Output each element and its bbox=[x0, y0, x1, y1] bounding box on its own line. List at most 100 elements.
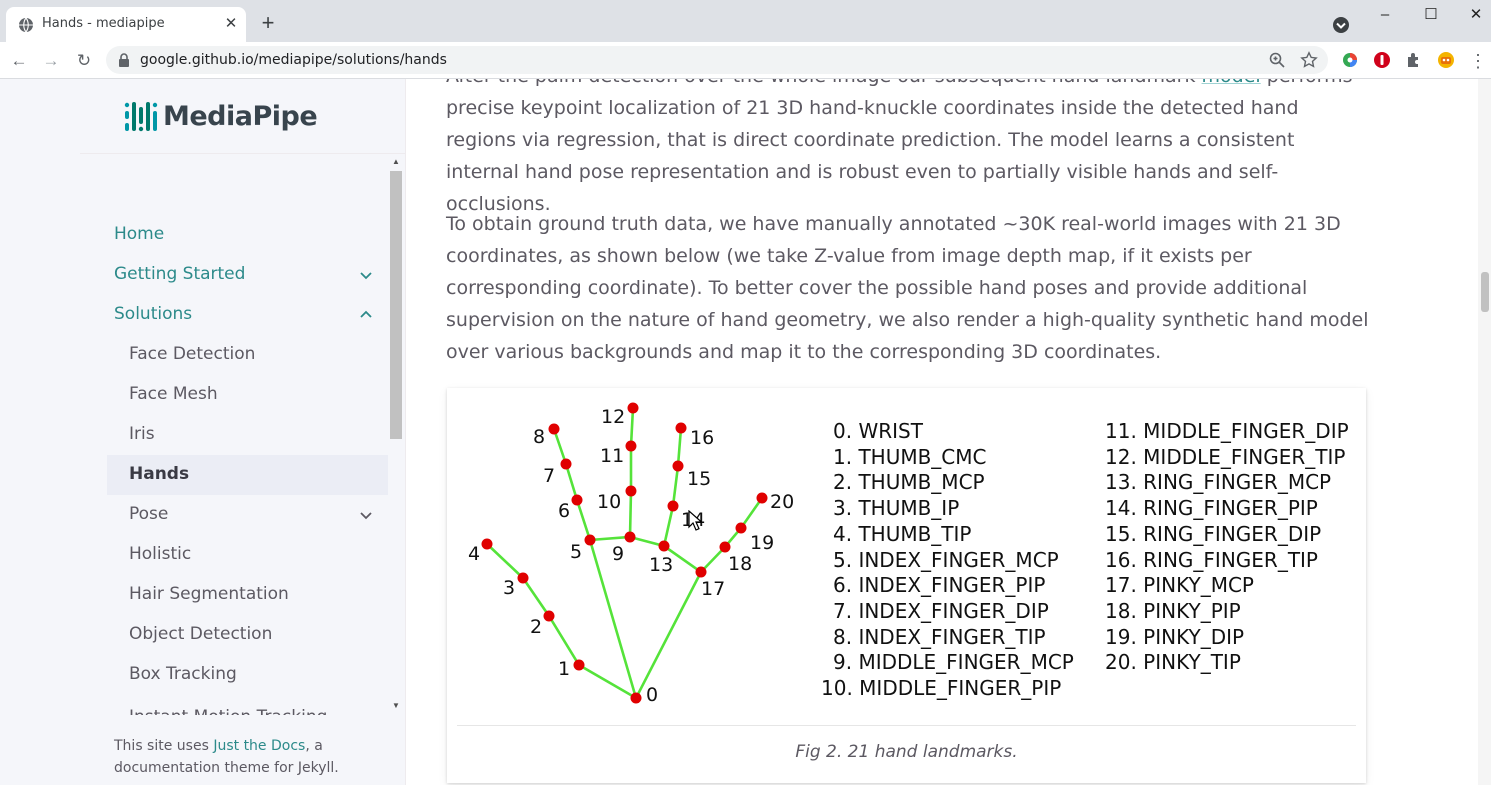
scroll-down-icon[interactable]: ▼ bbox=[392, 701, 400, 710]
maximize-icon[interactable]: ☐ bbox=[1424, 6, 1438, 23]
nav-item-object-detection[interactable]: Object Detection bbox=[0, 615, 388, 655]
chevron-down-icon[interactable] bbox=[358, 507, 374, 523]
para1-suffix: performs precise keypoint localization o… bbox=[446, 79, 1353, 215]
nav-label: Holistic bbox=[129, 544, 192, 564]
nav-item-hair-segmentation[interactable]: Hair Segmentation bbox=[0, 575, 388, 615]
joint-label-20: 20 bbox=[770, 491, 794, 513]
landmark-legend-item: 20. PINKY_TIP bbox=[1105, 650, 1241, 675]
joint-13 bbox=[658, 540, 670, 552]
joint-label-15: 15 bbox=[687, 468, 711, 490]
minimize-icon[interactable]: – bbox=[1380, 6, 1390, 23]
nav-label: Object Detection bbox=[129, 624, 273, 644]
joint-number-labels: 0 1 2 3 4 5 6 7 8 9 10 11 12 13 14 15 16… bbox=[468, 406, 794, 706]
url-text[interactable]: google.github.io/mediapipe/solutions/han… bbox=[140, 52, 447, 68]
back-arrow-icon[interactable]: ← bbox=[10, 51, 28, 70]
nav-label: Solutions bbox=[114, 304, 193, 324]
joint-label-11: 11 bbox=[600, 445, 624, 467]
close-tab-icon[interactable]: ✕ bbox=[224, 15, 238, 32]
landmark-legend-item: 8. INDEX_FINGER_TIP bbox=[833, 624, 1046, 649]
page-scroll-thumb[interactable] bbox=[1481, 272, 1489, 312]
bookmark-star-icon[interactable] bbox=[1300, 51, 1318, 69]
logo-text: MediaPipe bbox=[163, 101, 318, 132]
joint-label-0: 0 bbox=[646, 684, 658, 706]
browser-tab[interactable]: Hands - mediapipe ✕ bbox=[6, 7, 246, 42]
joint-7 bbox=[560, 458, 572, 470]
hand-landmarks-diagram: 0 1 2 3 4 5 6 7 8 9 10 11 12 13 14 15 16… bbox=[468, 402, 794, 706]
color-wheel-extension-icon[interactable] bbox=[1341, 51, 1359, 69]
nav-label: Pose bbox=[129, 504, 169, 524]
tab-search-icon[interactable] bbox=[1331, 15, 1351, 35]
nav-item-face-detection[interactable]: Face Detection bbox=[0, 335, 388, 375]
forward-arrow-icon[interactable]: → bbox=[42, 51, 60, 70]
chevron-down-icon[interactable] bbox=[358, 267, 374, 283]
joint-16 bbox=[675, 422, 687, 434]
sidebar: MediaPipe Home Getting Started Solutions… bbox=[0, 79, 406, 785]
more-menu-icon[interactable]: ⋮ bbox=[1469, 51, 1487, 71]
para1-prefix: After the palm detection over the whole … bbox=[446, 79, 1202, 87]
joint-label-1: 1 bbox=[558, 658, 570, 680]
scroll-up-icon[interactable]: ▲ bbox=[392, 157, 400, 166]
new-tab-button[interactable]: + bbox=[261, 10, 275, 35]
zoom-icon[interactable] bbox=[1268, 51, 1286, 69]
landmark-legend-item: 4. THUMB_TIP bbox=[833, 521, 972, 546]
joint-label-12: 12 bbox=[601, 406, 625, 428]
landmark-legend-item: 14. RING_FINGER_PIP bbox=[1105, 496, 1318, 521]
puzzle-extensions-icon[interactable] bbox=[1405, 51, 1423, 69]
reload-icon[interactable]: ↻ bbox=[76, 51, 92, 70]
joint-14 bbox=[667, 500, 679, 512]
ground-truth-paragraph: To obtain ground truth data, we have man… bbox=[446, 213, 1369, 363]
close-window-icon[interactable]: ✕ bbox=[1469, 6, 1483, 23]
page-scrollbar[interactable] bbox=[1478, 79, 1491, 785]
browser-toolbar: ← → ↻ google.github.io/mediapipe/solutio… bbox=[0, 42, 1491, 79]
profile-avatar-icon[interactable] bbox=[1437, 51, 1455, 69]
joint-label-13: 13 bbox=[649, 554, 673, 576]
address-bar[interactable]: google.github.io/mediapipe/solutions/han… bbox=[106, 46, 1328, 74]
joint-5 bbox=[584, 534, 596, 546]
nav-item-solutions[interactable]: Solutions bbox=[0, 295, 388, 335]
pinky-bones bbox=[700, 497, 764, 573]
landmark-legend-item: 17. PINKY_MCP bbox=[1105, 573, 1254, 598]
landmark-legend-item: 1. THUMB_CMC bbox=[833, 444, 987, 469]
landmark-legend-item: 3. THUMB_IP bbox=[833, 496, 960, 521]
landmark-legend-col2: 11. MIDDLE_FINGER_DIP 12. MIDDLE_FINGER_… bbox=[1105, 419, 1349, 676]
adblock-extension-icon[interactable] bbox=[1373, 51, 1391, 69]
figure-divider bbox=[457, 725, 1356, 726]
nav-item-iris[interactable]: Iris bbox=[0, 415, 388, 455]
nav-item-instant-motion-tracking[interactable]: Instant Motion Tracking bbox=[0, 695, 388, 715]
globe-icon bbox=[19, 17, 33, 33]
joint-label-8: 8 bbox=[533, 426, 545, 448]
nav-label: Face Detection bbox=[129, 344, 256, 364]
landmark-legend-item: 10. MIDDLE_FINGER_PIP bbox=[821, 676, 1062, 701]
mouse-pointer-icon bbox=[688, 510, 702, 531]
nav-item-getting-started[interactable]: Getting Started bbox=[0, 255, 388, 295]
nav-item-home[interactable]: Home bbox=[0, 215, 388, 255]
joint-11 bbox=[625, 440, 637, 452]
landmark-legend-col1: 0. WRIST 1. THUMB_CMC 2. THUMB_MCP 3. TH… bbox=[821, 419, 1074, 702]
landmark-legend-item: 6. INDEX_FINGER_PIP bbox=[833, 573, 1046, 598]
joint-10 bbox=[625, 485, 637, 497]
footer-suffix: , a documentation theme for Jekyll. bbox=[114, 738, 339, 776]
nav-item-holistic[interactable]: Holistic bbox=[0, 535, 388, 575]
joint-label-18: 18 bbox=[728, 553, 752, 575]
joint-20 bbox=[756, 492, 768, 504]
landmark-legend-item: 18. PINKY_PIP bbox=[1105, 598, 1241, 623]
nav-item-pose[interactable]: Pose bbox=[0, 495, 388, 535]
nav-label: Face Mesh bbox=[129, 384, 218, 404]
sidebar-divider bbox=[80, 153, 405, 154]
joint-9 bbox=[624, 531, 636, 543]
just-the-docs-link[interactable]: Just the Docs bbox=[213, 738, 306, 754]
hand-joints bbox=[481, 402, 768, 704]
model-link[interactable]: model bbox=[1202, 79, 1261, 87]
chevron-up-icon[interactable] bbox=[358, 307, 374, 323]
landmark-legend-item: 5. INDEX_FINGER_MCP bbox=[833, 547, 1059, 572]
joint-19 bbox=[735, 522, 747, 534]
nav-item-box-tracking[interactable]: Box Tracking bbox=[0, 655, 388, 695]
nav-item-hands[interactable]: Hands bbox=[107, 455, 388, 495]
sidebar-scroll-thumb[interactable] bbox=[390, 171, 402, 439]
nav-item-face-mesh[interactable]: Face Mesh bbox=[0, 375, 388, 415]
joint-label-16: 16 bbox=[690, 427, 714, 449]
joint-2 bbox=[543, 610, 555, 622]
joint-3 bbox=[517, 572, 529, 584]
lock-icon[interactable] bbox=[118, 53, 130, 67]
joint-15 bbox=[672, 460, 684, 472]
